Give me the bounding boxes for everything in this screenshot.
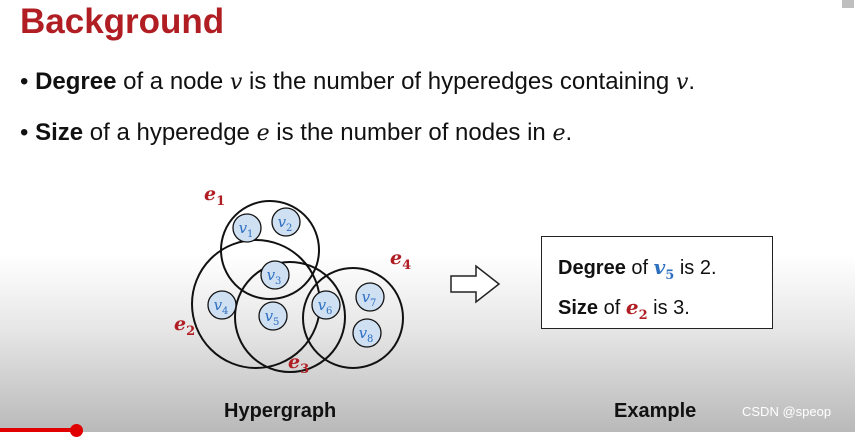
node-v1-circle — [232, 213, 262, 243]
hyperedge-e4-circle — [302, 267, 404, 369]
example-term: Degree — [558, 257, 626, 279]
example-text: of — [625, 257, 654, 279]
bullet-size: • Size of a hyperedge e is the number of… — [20, 119, 572, 147]
bullet-text: of a hyperedge — [83, 119, 257, 146]
caption-example: Example — [614, 400, 697, 422]
example-term: Size — [558, 297, 599, 319]
bullet-end: . — [565, 119, 573, 146]
example-box: Degree of v5 is 2. Size of e2 is 3. — [541, 236, 773, 329]
bullet-text: is the number of nodes in — [269, 119, 553, 146]
example-edge-symbol: e2 — [625, 295, 648, 323]
example-text: is 2. — [674, 257, 717, 279]
node-v3-label: v3 — [267, 266, 282, 287]
bullet-marker: • — [20, 119, 29, 146]
video-progress-bar[interactable] — [0, 428, 77, 432]
example-line-degree: Degree of v5 is 2. — [558, 255, 717, 283]
scroll-marker — [842, 0, 854, 8]
node-v8-circle — [352, 318, 382, 348]
hyperedge-e3-label: e3 — [288, 351, 309, 377]
bullet-text: is the number of hyperedges containing — [242, 68, 676, 95]
example-line-size: Size of e2 is 3. — [558, 295, 690, 323]
symbol-subscript: 5 — [665, 268, 675, 283]
example-node-symbol: v5 — [653, 255, 675, 283]
watermark: CSDN @speop — [742, 404, 832, 419]
hypergraph-diagram: v1 v2 v3 v4 v5 v6 v7 v8 e1 e2 e3 e4 — [174, 183, 411, 377]
node-v6-label: v6 — [318, 296, 333, 317]
arrow-icon — [450, 264, 501, 304]
example-text: of — [598, 297, 626, 319]
math-variable: v — [229, 70, 243, 95]
bullet-text: of a node — [116, 68, 230, 95]
hyperedge-e4-label: e4 — [390, 247, 411, 273]
hyperedge-e1-label: e1 — [204, 183, 225, 209]
hyperedge-e2-label: e2 — [174, 313, 195, 339]
node-v8-label: v8 — [359, 324, 374, 345]
slide-title: Background — [20, 2, 225, 41]
node-v7-label: v7 — [362, 288, 377, 309]
hyperedge-e3-circle — [234, 261, 346, 373]
bullet-degree: • Degree of a node v is the number of hy… — [20, 68, 695, 96]
node-v4-circle — [207, 290, 237, 320]
node-v6-circle — [311, 290, 341, 320]
video-progress-knob[interactable] — [70, 424, 83, 437]
node-v3-circle — [260, 260, 290, 290]
symbol-base: v — [653, 255, 666, 279]
math-variable: e — [256, 121, 270, 146]
caption-hypergraph: Hypergraph — [224, 400, 337, 422]
math-variable: v — [675, 70, 689, 95]
node-v5-circle — [258, 301, 288, 331]
bullet-marker: • — [20, 68, 29, 95]
symbol-subscript: 2 — [638, 308, 648, 323]
node-v1-label: v1 — [239, 219, 254, 240]
node-v7-circle — [355, 282, 385, 312]
node-v2-circle — [271, 207, 301, 237]
symbol-base: e — [625, 295, 639, 319]
node-v5-label: v5 — [265, 307, 280, 328]
bullet-end: . — [688, 68, 696, 95]
math-variable: e — [552, 121, 566, 146]
bullet-term: Size — [35, 119, 84, 146]
example-text: is 3. — [647, 297, 690, 319]
node-v2-label: v2 — [278, 213, 293, 234]
bullet-term: Degree — [35, 68, 117, 95]
node-v4-label: v4 — [214, 296, 229, 317]
